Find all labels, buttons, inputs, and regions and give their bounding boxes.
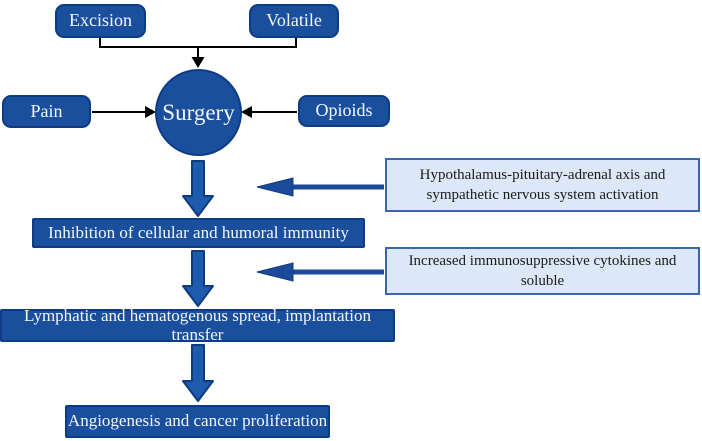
- pain-to-surgery-arrow: [92, 106, 156, 118]
- node-lymphatic: Lymphatic and hematogenous spread, impla…: [0, 305, 395, 344]
- node-opioids-label: Opioids: [315, 100, 373, 121]
- node-pain: Pain: [2, 95, 91, 128]
- node-volatile: Volatile: [249, 4, 339, 38]
- info-cytokines-label: Increased immunosuppressive cytokines an…: [408, 252, 677, 289]
- excision-volatile-to-surgery-connector: [99, 37, 297, 68]
- opioids-to-surgery-arrow: [241, 106, 297, 118]
- node-angiogenesis: Angiogenesis and cancer proliferation: [65, 405, 330, 438]
- info-hpa-axis-label: Hypothalamus-pituitary-adrenal axis and …: [419, 166, 666, 203]
- node-inhibition-label: Inhibition of cellular and humoral immun…: [48, 222, 349, 242]
- node-lymphatic-label: Lymphatic and hematogenous spread, impla…: [24, 305, 371, 344]
- hpa-axis-left-arrow: [256, 177, 384, 197]
- surgery-to-inhibition-block-arrow: [182, 160, 214, 217]
- node-surgery-label: Surgery: [162, 99, 235, 125]
- inhibition-to-lymphatic-block-arrow: [182, 250, 214, 307]
- lymphatic-to-angiogenesis-block-arrow: [182, 344, 214, 402]
- info-hpa-axis: Hypothalamus-pituitary-adrenal axis and …: [385, 158, 700, 212]
- node-inhibition: Inhibition of cellular and humoral immun…: [32, 218, 365, 248]
- node-excision: Excision: [55, 4, 146, 38]
- cytokines-left-arrow: [256, 262, 384, 282]
- node-volatile-label: Volatile: [266, 10, 322, 31]
- node-angiogenesis-label: Angiogenesis and cancer proliferation: [67, 411, 328, 431]
- node-pain-label: Pain: [30, 100, 63, 121]
- node-excision-label: Excision: [69, 10, 132, 31]
- info-cytokines: Increased immunosuppressive cytokines an…: [385, 247, 700, 295]
- node-surgery: Surgery: [155, 69, 242, 156]
- node-opioids: Opioids: [298, 95, 390, 127]
